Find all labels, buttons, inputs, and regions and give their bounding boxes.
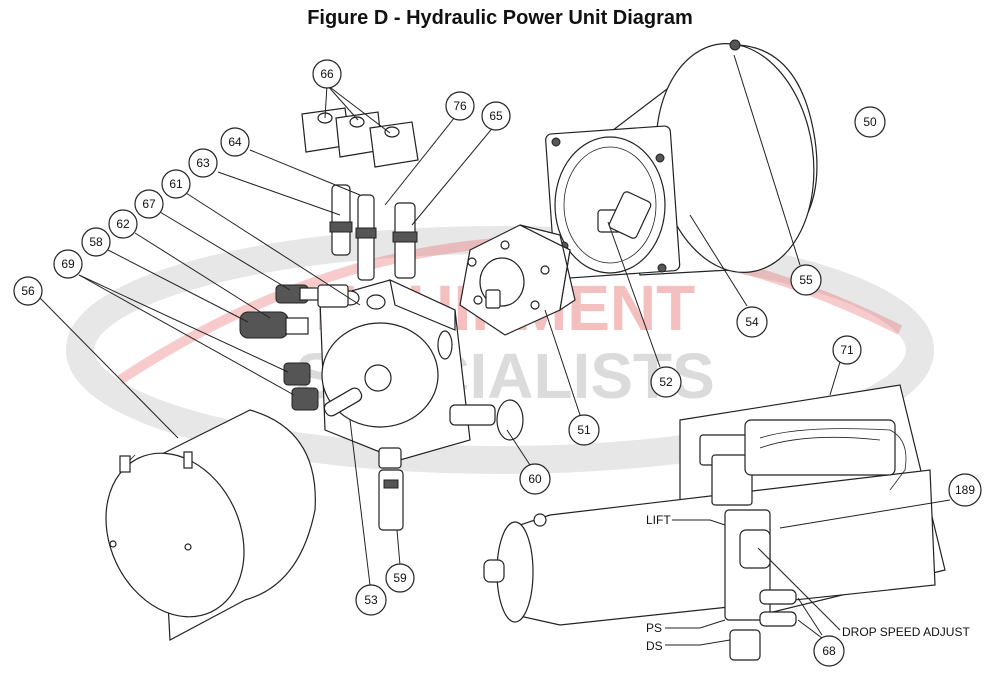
- svg-text:62: 62: [116, 217, 130, 231]
- callout-66: 66: [312, 59, 342, 89]
- callout-50: 50: [854, 106, 886, 138]
- svg-text:68: 68: [822, 644, 836, 658]
- label-drop-speed-adjust: DROP SPEED ADJUST: [842, 625, 970, 639]
- callout-65: 65: [481, 101, 511, 131]
- electric-motor: [545, 39, 818, 280]
- cartridge-valves: [329, 184, 418, 281]
- callout-52: 52: [650, 366, 682, 398]
- callout-189: 189: [948, 473, 982, 507]
- leader-lines: [39, 54, 951, 646]
- svg-text:61: 61: [169, 177, 183, 191]
- callout-61: 61: [161, 169, 191, 199]
- callout-76: 76: [445, 91, 475, 121]
- svg-text:56: 56: [21, 284, 35, 298]
- svg-text:65: 65: [489, 109, 503, 123]
- callout-69: 69: [53, 249, 83, 279]
- svg-text:59: 59: [393, 571, 407, 585]
- callout-54: 54: [736, 306, 768, 338]
- svg-text:76: 76: [453, 99, 467, 113]
- callout-51: 51: [568, 414, 600, 446]
- svg-text:53: 53: [364, 593, 378, 607]
- callout-60: 60: [519, 463, 551, 495]
- svg-text:64: 64: [228, 135, 242, 149]
- valve-manifold-block: [319, 278, 471, 461]
- bottom-valve-cartridge: [378, 447, 404, 531]
- svg-text:66: 66: [320, 67, 334, 81]
- callout-62: 62: [108, 209, 138, 239]
- svg-text:69: 69: [61, 257, 75, 271]
- svg-text:67: 67: [142, 197, 156, 211]
- reservoir-tank-left: [105, 409, 316, 641]
- svg-text:58: 58: [89, 235, 103, 249]
- hydraulic-pump: [459, 224, 576, 336]
- solenoid-coils: [301, 107, 419, 168]
- page-title: Figure D - Hydraulic Power Unit Diagram: [307, 7, 693, 29]
- callout-68: 68: [813, 635, 845, 667]
- callout-71: 71: [832, 335, 862, 365]
- svg-text:54: 54: [745, 315, 759, 329]
- svg-text:50: 50: [863, 115, 877, 129]
- callout-55: 55: [790, 264, 822, 296]
- callout-56: 56: [13, 276, 43, 306]
- svg-text:52: 52: [659, 375, 673, 389]
- side-valve-cartridge: [449, 399, 524, 441]
- svg-text:60: 60: [528, 472, 542, 486]
- svg-text:55: 55: [799, 273, 813, 287]
- callout-53: 53: [355, 584, 387, 616]
- label-lift: LIFT: [646, 513, 671, 527]
- svg-text:189: 189: [955, 483, 975, 497]
- callout-59: 59: [385, 563, 415, 593]
- callout-58: 58: [81, 227, 111, 257]
- assembled-power-unit: [483, 384, 946, 661]
- svg-text:71: 71: [840, 343, 854, 357]
- callout-67: 67: [134, 189, 164, 219]
- side-fittings: [239, 284, 349, 411]
- label-ds: DS: [646, 639, 663, 653]
- label-ps: PS: [646, 621, 662, 635]
- callout-63: 63: [188, 148, 218, 178]
- svg-text:51: 51: [577, 423, 591, 437]
- svg-text:63: 63: [196, 156, 210, 170]
- callout-64: 64: [220, 127, 250, 157]
